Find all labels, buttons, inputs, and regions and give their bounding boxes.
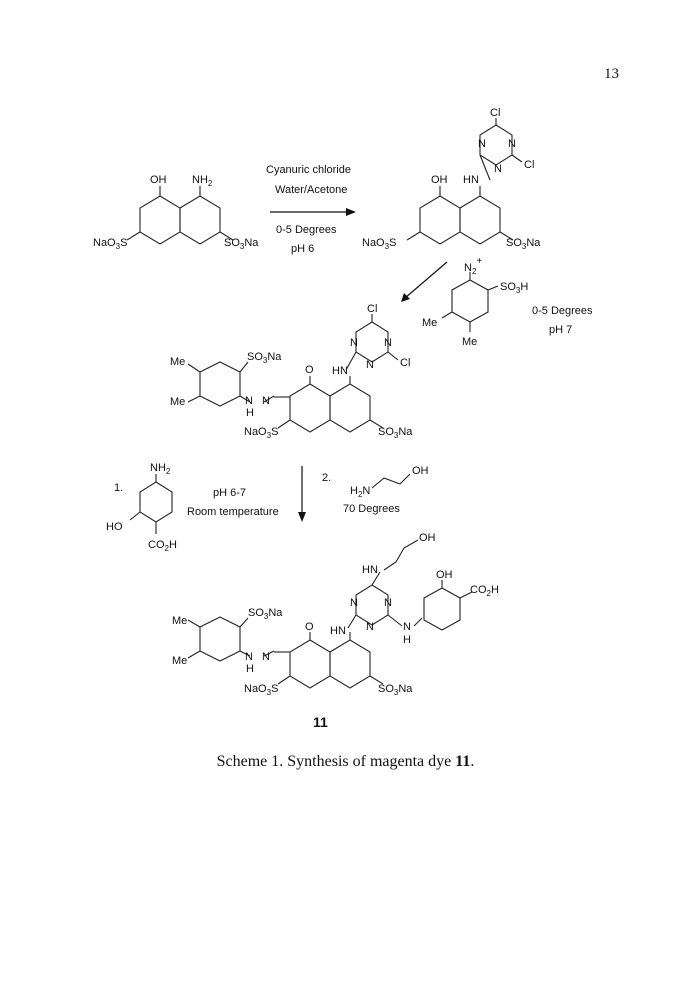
step3-ph: pH 6-7 [213,487,246,499]
hn-label: HN [362,564,378,576]
step1-solvent: Water/Acetone [275,184,347,196]
caption-suffix: . [470,753,475,770]
aminosalicylic-co2h-label: CO2H [148,539,177,553]
naso3s-label: NaO3S [244,426,278,440]
so3na-label: SO3Na [378,683,413,697]
diazonium-me-label: Me [462,336,477,348]
ethanolamine-oh-label: OH [412,465,429,477]
triazine-n-label: N [508,138,516,150]
intermediate-hn-label: HN [463,174,479,186]
step3-arrowhead [298,512,306,522]
step1-ph: pH 6 [291,243,314,255]
azo-n-label: N [245,651,253,663]
hn-label: HN [332,365,348,377]
so3na-label: SO3Na [506,237,541,251]
diazonium-me-label: Me [422,317,437,329]
cl-top-label: Cl [490,107,500,119]
step3-conditions: 1. NH2 HO CO2H pH 6-7 Room temperature 2… [106,462,429,553]
azo-h-label: H [246,663,254,675]
diazonium-so3h-label: SO3H [500,281,528,295]
me-label: Me [172,655,187,667]
salicylic-oh-label: OH [436,569,453,581]
so3na-label: SO3Na [378,426,413,440]
triazine-n-label: N [384,597,392,609]
so3na-label: SO3Na [224,237,259,251]
carbonyl-o-label: O [305,364,314,376]
step3-label-2: 2. [322,472,331,484]
triazine-n-label: N [366,621,374,633]
step2-arrowhead [401,293,410,302]
carbonyl-o-label: O [305,621,314,633]
azo-h-label: H [246,407,254,419]
diazonium-n2-label: N2+ [464,256,482,276]
naso3s-label: NaO3S [244,683,278,697]
cl-label: Cl [400,357,410,369]
dye-11-structure: Me Me SO3Na N N H O HN HN OH N N N N H O… [172,532,499,730]
cl-right-label: Cl [524,159,534,171]
me-label: Me [170,356,185,368]
caption-prefix: Scheme 1. Synthesis of magenta dye [216,753,456,770]
triazine-n-label: N [494,163,502,175]
so3na-label: SO3Na [247,351,282,365]
salicylic-co2h-label: CO2H [470,584,499,598]
cl-label: Cl [367,303,377,315]
scheme-caption: Scheme 1. Synthesis of magenta dye 11. [0,753,691,771]
nh2-label: NH2 [192,174,213,188]
naso3s-label: NaO3S [93,237,127,251]
step1-conditions: Cyanuric chloride Water/Acetone 0-5 Degr… [266,164,356,255]
aminosalicylic-nh2-label: NH2 [150,462,171,476]
anilino-n-label: N [403,621,411,633]
step2-arrow [404,261,448,299]
hn-label: HN [330,625,346,637]
step3-conditions-temp: 70 Degrees [343,503,400,515]
step2-ph: pH 7 [549,324,572,336]
azo-n-label: N [262,395,270,407]
me-label: Me [172,615,187,627]
azo-n-label: N [245,395,253,407]
step2-temperature: 0-5 Degrees [532,305,593,317]
anilino-h-label: H [403,634,411,646]
me-label: Me [170,396,185,408]
azo-intermediate-structure: Me Me SO3Na N N H O HN Cl Cl N N N NaO3S… [170,303,413,440]
caption-compound-number: 11 [455,753,471,770]
starting-material-structure: OH NH2 NaO3S SO3Na [93,174,259,251]
step1-arrowhead [346,208,356,216]
ethanolamine-h2n-label: H2N [350,485,370,499]
triazine-n-label: N [384,337,392,349]
aminosalicylic-ho-label: HO [106,521,123,533]
azo-n-label: N [262,651,270,663]
hydroxyethyl-oh-label: OH [419,532,436,544]
page-number: 13 [604,66,619,82]
step2-conditions: N2+ SO3H Me Me 0-5 Degrees pH 7 [401,256,593,348]
triazine-n-label: N [350,597,358,609]
triazine-n-label: N [350,337,358,349]
naso3s-label: NaO3S [362,237,396,251]
step3-temperature: Room temperature [187,506,279,518]
triazine-n-label: N [478,138,486,150]
step1-reagent: Cyanuric chloride [266,164,351,176]
intermediate-structure: OH HN Cl Cl N N N NaO3S SO3Na [362,107,541,251]
so3na-label: SO3Na [248,607,283,621]
compound-number: 11 [313,714,328,730]
oh-label: OH [150,174,167,186]
triazine-n-label: N [366,359,374,371]
intermediate-oh-label: OH [431,174,448,186]
step1-temperature: 0-5 Degrees [276,224,337,236]
step3-label-1: 1. [114,482,123,494]
